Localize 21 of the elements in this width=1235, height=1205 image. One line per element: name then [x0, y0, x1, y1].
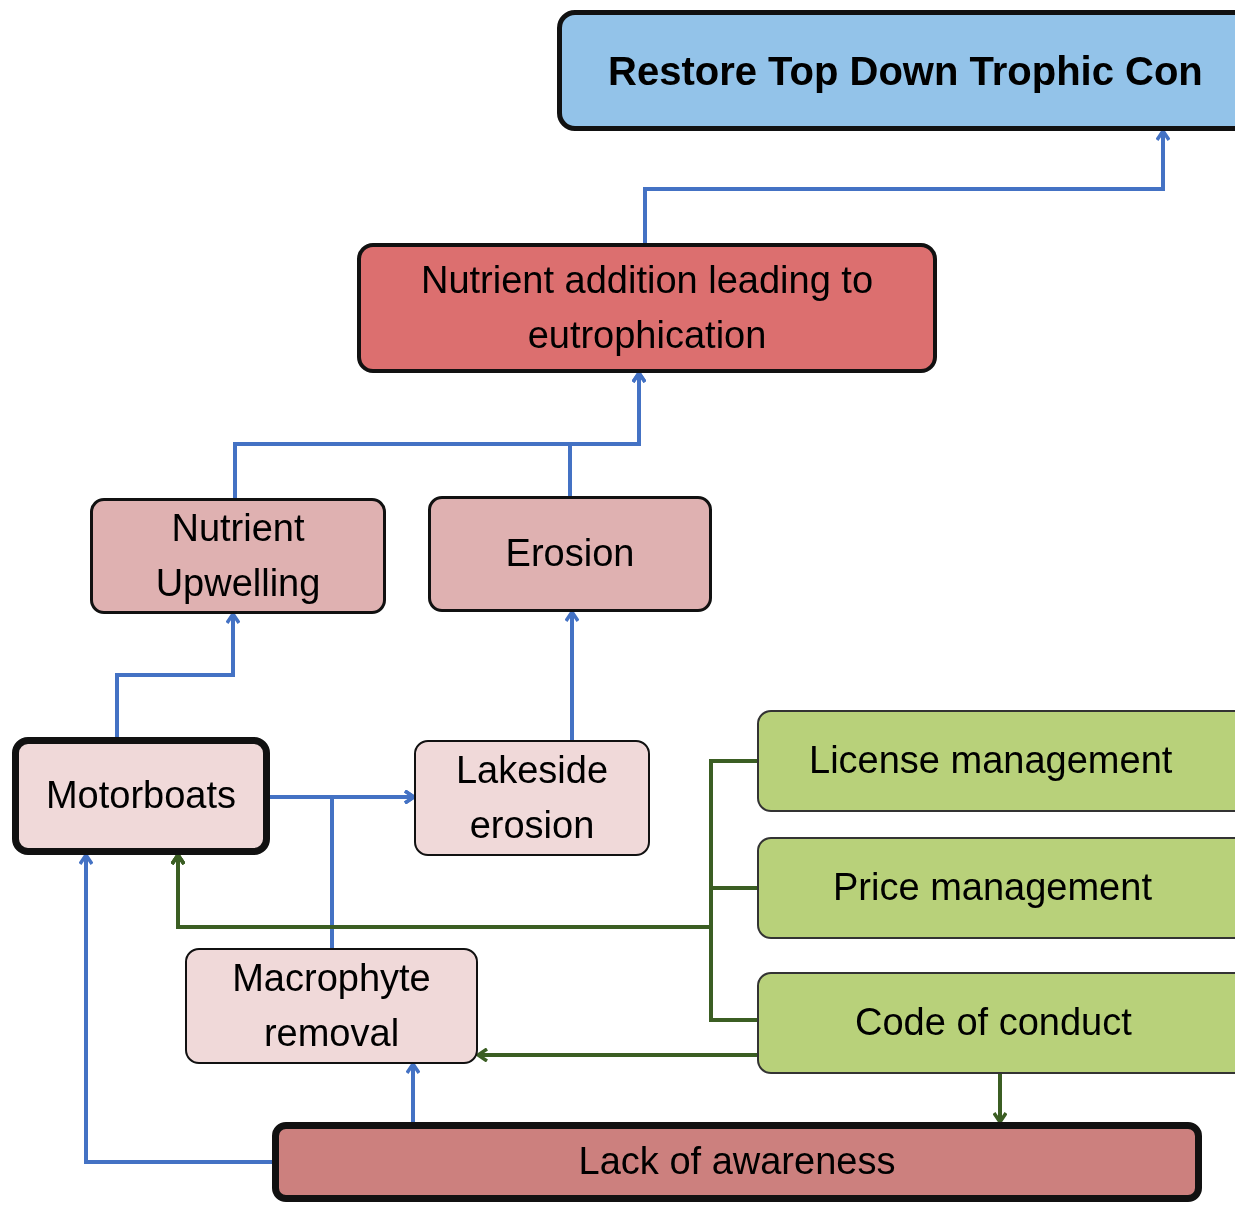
- action-box: Price management: [757, 837, 1235, 939]
- cause-box: Nutrient Upwelling: [90, 498, 386, 614]
- arrow: [170, 853, 757, 1022]
- action-box: Code of conduct: [757, 972, 1235, 1074]
- driver-box: Macrophyte removal: [185, 948, 478, 1064]
- cause-box: Erosion: [428, 496, 712, 612]
- arrow: [564, 610, 580, 740]
- arrow: [992, 1074, 1008, 1124]
- arrow: [643, 129, 1171, 243]
- root-cause-box: Lack of awareness: [272, 1122, 1202, 1202]
- action-box: License management: [757, 710, 1235, 812]
- arrow: [405, 1062, 421, 1122]
- arrow: [115, 612, 241, 737]
- goal-box: Restore Top Down Trophic Con: [557, 10, 1235, 131]
- arrow: [330, 789, 416, 948]
- cause-box: Lakeside erosion: [414, 740, 650, 856]
- arrow: [568, 371, 647, 496]
- problem-box: Nutrient addition leading to eutrophication: [357, 243, 937, 373]
- arrow: [78, 853, 272, 1164]
- arrow: [476, 1047, 757, 1063]
- driver-box: Motorboats: [12, 737, 270, 855]
